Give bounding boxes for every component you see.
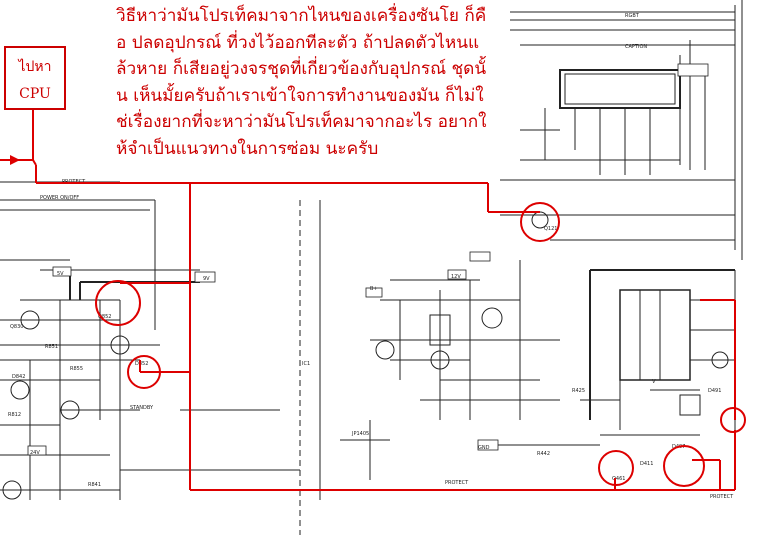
label-5v: 5V [57,271,64,277]
label-ic1: IC1 [302,361,310,367]
label-protect-right: PROTECT [710,494,734,500]
black-traces [0,0,743,535]
label-r851: R851 [45,344,58,350]
label-caption: CAPTION [625,44,647,50]
label-d842: D842 [12,374,25,380]
label-d411: D411 [640,461,653,467]
label-r855: R855 [70,366,83,372]
red-protect-traces [0,110,736,491]
label-rgbt: RGBT [625,13,640,19]
label-gnd: GND [478,445,490,451]
label-24v: 24V [30,450,40,456]
label-standby: STANDBY [130,405,154,411]
cpu-label-line2: CPU [19,86,51,102]
highlight-circle-d852 [127,355,161,389]
label-12v: 12V [451,274,461,280]
cpu-label-line1: ไปหา [18,59,52,75]
label-d852: D852 [135,361,148,367]
label-v: V [652,379,656,385]
highlight-circle-d407 [663,445,705,487]
label-r442: R442 [537,451,550,457]
component-boxes [27,63,709,456]
label-r841: R841 [88,482,101,488]
red-highlight-circles [95,202,746,487]
label-q830: Q830 [10,324,23,330]
label-r812: R812 [8,412,21,418]
repair-note: วิธีหาว่ามันโปรเท็คมาจากไหนของเครื่องซัน… [116,6,487,159]
label-d491: D491 [708,388,721,394]
label-q121: Q121 [544,226,557,232]
highlight-circle-q121 [520,202,560,242]
label-b-plus: B+ [370,286,378,292]
label-jumper: JP1405 [351,431,369,437]
highlight-circle-d491 [720,407,746,433]
label-q852: Q852 [98,314,111,320]
highlight-circle-q461 [598,450,634,486]
label-9v: 9V [203,276,210,282]
label-power-on-off: POWER ON/OFF [40,195,79,201]
label-q461: Q461 [612,476,625,482]
highlight-circle-d830 [95,280,141,326]
cpu-label-box: ไปหา CPU [4,46,66,110]
label-protect-bottom: PROTECT [445,480,469,486]
label-r425: R425 [572,388,585,394]
